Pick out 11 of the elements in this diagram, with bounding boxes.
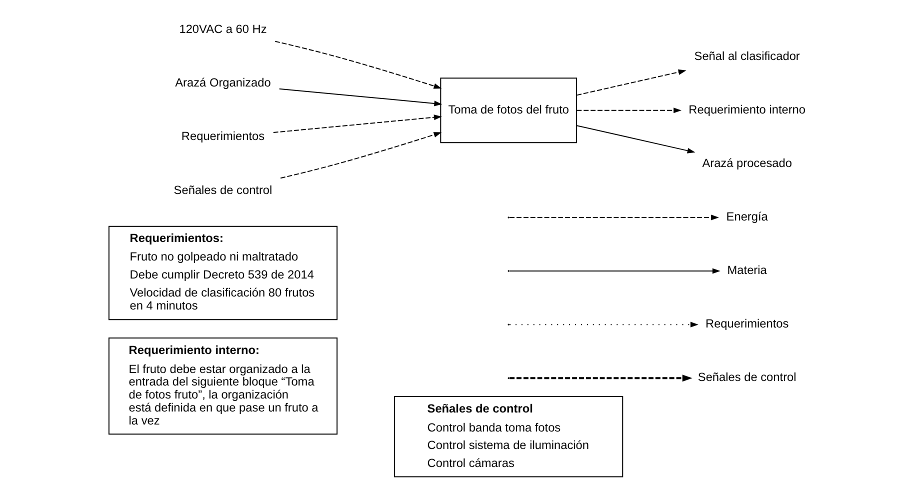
node-text: Requerimiento interno	[688, 102, 806, 116]
node-text: Señal al clasificador	[694, 48, 800, 63]
legend-label: Requerimientos	[705, 316, 788, 331]
legend-label: Energía	[726, 210, 768, 224]
node-text: Arazá Organizado	[174, 76, 270, 90]
node-text: Arazá procesado	[702, 156, 792, 170]
legend-label: Materia	[726, 263, 766, 278]
node-text: Señales de control	[173, 182, 272, 197]
node-text: 120VAC a 60 Hz	[178, 22, 266, 36]
node-text: Requerimientos	[180, 129, 264, 144]
legend-label: Señales de control	[697, 370, 796, 384]
